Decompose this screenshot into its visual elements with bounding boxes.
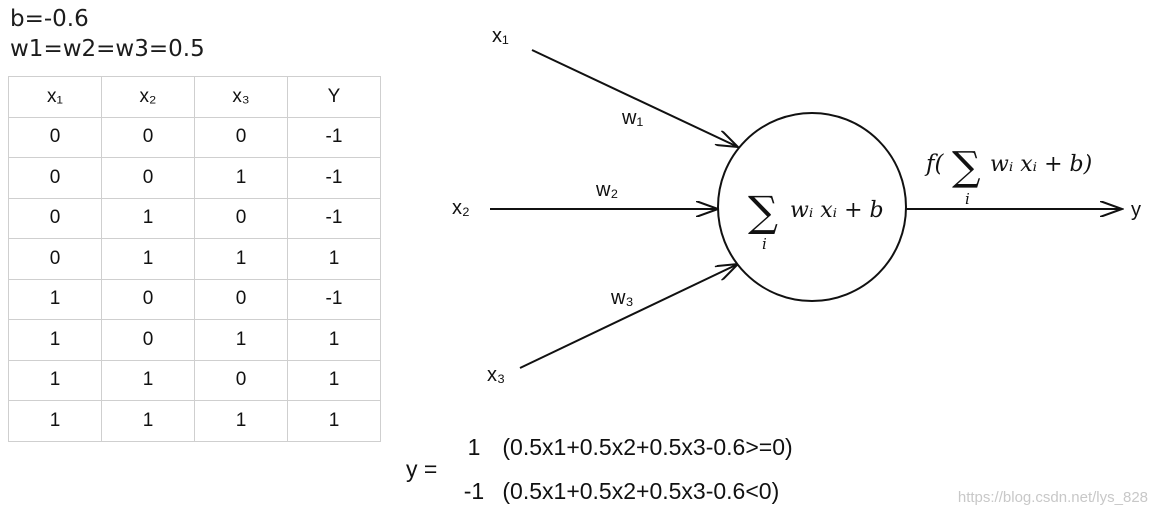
table-cell: 1 (101, 238, 195, 280)
table-cell: 1 (194, 238, 288, 280)
table-cell: 0 (101, 278, 195, 320)
activation-sigma: ∑ (952, 144, 981, 190)
neuron-sigma: ∑ (748, 187, 778, 236)
formula-lhs: y = (406, 456, 438, 482)
table-cell: 1 (8, 400, 102, 442)
input-label-x1: x₁ (492, 25, 509, 47)
table-cell: 1 (101, 197, 195, 239)
neuron-sigma-index: i (762, 235, 767, 253)
table-cell: 1 (287, 359, 381, 401)
watermark: https://blog.csdn.net/lys_828 (957, 489, 1148, 506)
weight-label-w2: w₂ (595, 179, 618, 201)
table-cell: 1 (287, 238, 381, 280)
case-condition: (0.5x1+0.5x2+0.5x3-0.6>=0) (502, 434, 793, 460)
table-cell: 0 (8, 197, 102, 239)
table-cell: 1 (287, 400, 381, 442)
input-label-x3: x₃ (487, 364, 505, 386)
header-x1: x₁ (8, 76, 102, 118)
case-value: -1 (463, 478, 485, 504)
activation-sigma-index: i (965, 190, 970, 208)
formula-case-negative: -1 (0.5x1+0.5x2+0.5x3-0.6<0) (452, 478, 779, 505)
activation-body: wᵢ xᵢ + b) (990, 152, 1092, 177)
table-cell: 0 (8, 238, 102, 280)
neuron-node (717, 112, 907, 302)
input-edge-x1 (531, 49, 738, 147)
formula-case-positive: 1 (0.5x1+0.5x2+0.5x3-0.6>=0) (452, 434, 793, 461)
weight-label-w3: w₃ (610, 287, 634, 309)
table-cell: 0 (194, 278, 288, 320)
input-label-x2: x₂ (452, 197, 470, 219)
case-value: 1 (467, 434, 481, 460)
parameter-block: b=-0.6 w1=w2=w3=0.5 (10, 4, 205, 64)
table-cell: -1 (287, 197, 381, 239)
header-y: Y (287, 76, 381, 118)
neuron-sum-expression: wᵢ xᵢ + b (790, 198, 884, 223)
input-edge-x3 (519, 264, 738, 369)
table-cell: 0 (101, 157, 195, 199)
activation-prefix: f( (924, 151, 945, 177)
table-cell: 0 (194, 197, 288, 239)
table-cell: 1 (194, 400, 288, 442)
output-label-y: y (1131, 199, 1141, 221)
table-cell: 0 (194, 359, 288, 401)
weight-values: w1=w2=w3=0.5 (10, 36, 205, 62)
table-cell: 0 (101, 116, 195, 158)
table-header-row: x₁ x₂ x₃ Y (8, 76, 381, 118)
weight-label-w1: w₁ (621, 107, 643, 129)
header-x3: x₃ (194, 76, 288, 118)
bias-value: b=-0.6 (10, 6, 89, 32)
case-condition: (0.5x1+0.5x2+0.5x3-0.6<0) (502, 478, 780, 504)
table-cell: 0 (194, 116, 288, 158)
table-cell: 1 (101, 400, 195, 442)
